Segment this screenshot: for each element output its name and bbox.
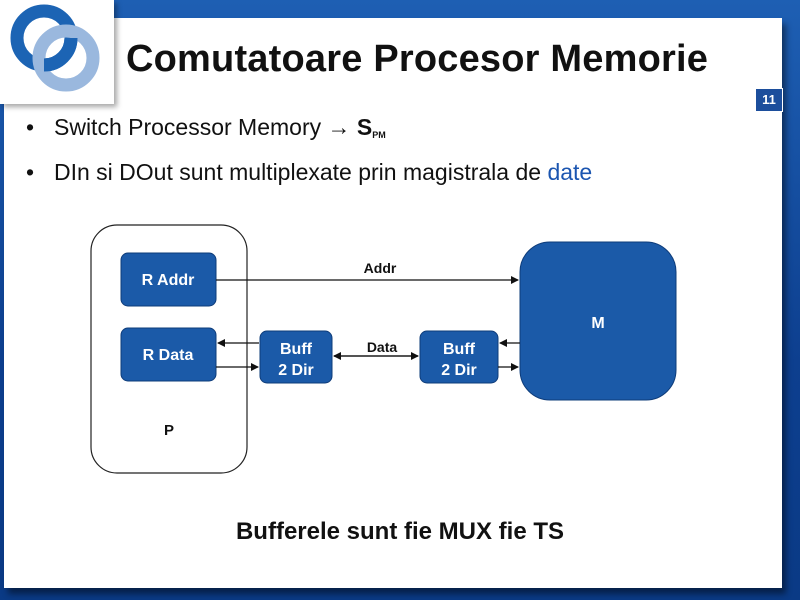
buffer-right-line2: 2 Dir: [441, 362, 477, 379]
diagram-caption: Bufferele sunt fie MUX fie TS: [235, 518, 565, 545]
switch-subscript: PM: [372, 130, 386, 140]
buffer-bidirectional-left: [259, 330, 333, 384]
processor-label: P: [164, 422, 174, 439]
bullet-item: DIn si DOut sunt multiplexate prin magis…: [24, 159, 592, 186]
logo-icon: [10, 4, 100, 92]
data-bus-label: Data: [367, 339, 398, 355]
r-data-label: R Data: [143, 347, 194, 364]
buffer-bidirectional-right: [419, 330, 499, 384]
addr-bus-label: Addr: [364, 260, 397, 276]
highlight-word: date: [547, 159, 593, 185]
bullet-text: Switch Processor Memory →: [54, 114, 357, 140]
page-number-badge: 11: [755, 88, 783, 112]
r-addr-label: R Addr: [142, 272, 195, 289]
title-bar: [112, 20, 780, 98]
switch-symbol: S: [356, 114, 373, 140]
buffer-right-line1: Buff: [443, 341, 476, 358]
logo-box: [0, 0, 114, 104]
memory-label: M: [591, 315, 604, 332]
r-data-register: [120, 327, 217, 382]
bullet-item: Switch Processor Memory → SPM: [24, 114, 592, 141]
bullet-list: Switch Processor Memory → SPM DIn si DOu…: [24, 114, 592, 204]
page-title: Comutatoare Procesor Memorie: [126, 38, 709, 80]
bullet-text: DIn si DOut sunt multiplexate prin magis…: [54, 159, 548, 185]
buffer-left-line1: Buff: [280, 341, 313, 358]
buffer-left-line2: 2 Dir: [278, 362, 314, 379]
memory-block: [519, 241, 677, 401]
